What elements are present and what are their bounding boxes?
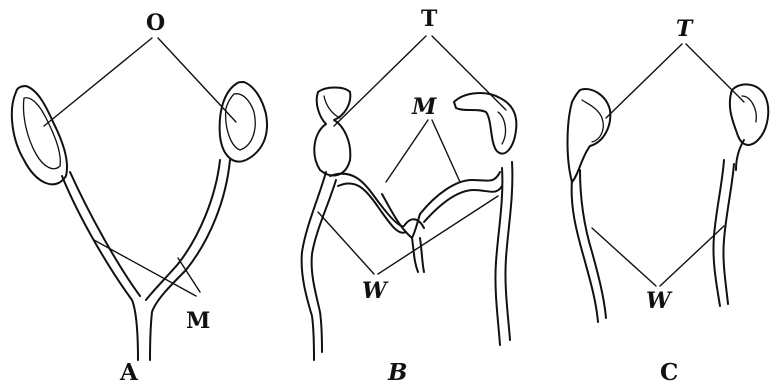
panel-c-top-leader-right	[686, 44, 744, 102]
panel-a-bottom-label: M	[186, 308, 210, 334]
panel-b-top-leader-right	[432, 36, 506, 110]
panel-c-left-duct	[572, 170, 606, 322]
panel-c-bottom-leader-left	[592, 228, 656, 286]
panel-b: T M W B	[302, 6, 517, 385]
panel-b-top-label: T	[421, 6, 438, 32]
panel-a-top-leader-right	[158, 38, 236, 122]
panel-a-left-duct	[62, 172, 140, 360]
panel-b-middle-leader-left	[386, 120, 428, 182]
panel-b-left-duct	[302, 172, 336, 360]
panel-b-median-duct	[330, 172, 502, 272]
panel-c-top-label: T	[676, 16, 694, 42]
panel-c: T W C	[568, 16, 769, 385]
panel-c-top-leader-left	[606, 44, 682, 118]
panel-c-bottom-label: W	[646, 288, 673, 314]
panel-b-left-gonad	[314, 88, 350, 176]
panel-b-letter: B	[387, 359, 407, 385]
panel-c-left-gonad	[568, 89, 611, 182]
panel-a: O M A	[12, 10, 267, 385]
panel-a-right-gonad	[220, 82, 267, 162]
panel-b-bottom-label: W	[362, 278, 389, 304]
panel-a-top-label: O	[146, 10, 165, 36]
panel-a-top-leader-left	[44, 38, 152, 126]
panel-c-letter: C	[660, 359, 678, 385]
panel-c-right-gonad	[730, 84, 768, 170]
panel-b-middle-leader-right	[432, 120, 460, 182]
panel-a-letter: A	[119, 359, 139, 385]
panel-a-left-gonad	[12, 86, 67, 184]
panel-b-right-gonad	[454, 93, 516, 154]
panel-b-bottom-leader-left	[318, 212, 374, 274]
panel-b-middle-label: M	[411, 94, 437, 120]
